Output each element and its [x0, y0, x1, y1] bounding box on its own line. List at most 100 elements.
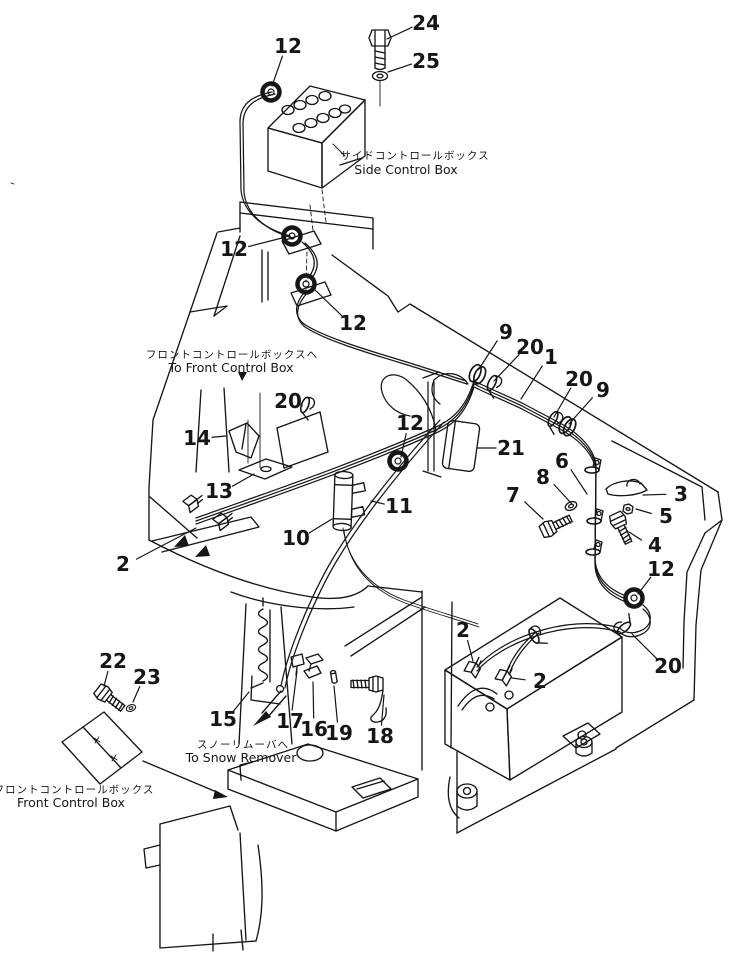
callout-leader-20: [493, 353, 520, 382]
callout-25: 25: [412, 49, 440, 73]
clamp-11: [351, 482, 367, 494]
down-arrow-icon: [238, 372, 247, 381]
callout-leader-7: [524, 501, 544, 520]
callout-12: 12: [396, 411, 424, 435]
callout-leader-12: [400, 433, 407, 458]
clamp-20: [525, 623, 549, 650]
switch-holes: [281, 90, 352, 134]
callout-leader-9: [568, 397, 593, 425]
callout-1: 1: [544, 345, 558, 369]
callout-9: 9: [499, 320, 513, 344]
callout-leader-12: [248, 236, 287, 248]
nut-5: [622, 502, 634, 516]
callout-leader-17: [291, 670, 298, 711]
connector-16: [303, 653, 324, 679]
washer-25: [371, 70, 389, 107]
to-front-arrow-icon: [195, 545, 210, 557]
callout-leader-20: [631, 633, 658, 660]
grommet-12: [282, 226, 303, 247]
callout-leader-13: [231, 473, 255, 487]
callout-leader-1: [520, 365, 543, 400]
pointer-line: [142, 760, 220, 794]
bolt-24: [368, 29, 392, 71]
side-control-box: [267, 85, 366, 223]
bracket-14: [228, 422, 260, 459]
callout-4: 4: [648, 533, 662, 557]
callout-12: 12: [647, 557, 675, 581]
callout-2: 2: [116, 552, 130, 576]
label-front-control-box-en: Front Control Box: [17, 795, 125, 810]
mount-plate: [276, 411, 329, 469]
callout-23: 23: [133, 665, 161, 689]
callout-leader-14: [211, 435, 227, 438]
label-front-control-box-ja: フロントコントロールボックス: [0, 784, 154, 796]
callout-12: 12: [220, 237, 248, 261]
wire-harness: [195, 91, 651, 694]
callout-20: 20: [654, 654, 682, 678]
direction-arrows: [174, 372, 287, 726]
callout-18: 18: [366, 724, 394, 748]
label-side-control-box-ja: サイドコントロールボックス: [340, 150, 489, 162]
to-front-arrow-icon: [174, 535, 189, 547]
callout-leader-6: [570, 469, 588, 495]
label-to-front-control-box-ja: フロントコントロールボックスへ: [146, 349, 318, 361]
callout-leader-20: [553, 387, 572, 418]
mount-foot: [447, 776, 478, 819]
callout-8: 8: [536, 465, 550, 489]
callout-leader-10: [308, 518, 333, 534]
callout-5: 5: [659, 504, 673, 528]
bolt-18: [350, 675, 384, 693]
callout-20: 20: [565, 367, 593, 391]
small-parts: [91, 392, 648, 723]
callout-14: 14: [183, 426, 211, 450]
label-to-snow-remover-ja: スノーリムーバへ: [197, 739, 289, 751]
callout-13: 13: [205, 479, 233, 503]
callout-leader-16: [312, 681, 315, 719]
strap-3: [605, 478, 648, 497]
collar-9: [555, 413, 580, 439]
front-control-box: [61, 711, 228, 799]
callout-leader-15: [232, 691, 250, 712]
callout-12: 12: [274, 34, 302, 58]
callout-20: 20: [516, 335, 544, 359]
plate-13: [238, 458, 293, 480]
cover-box: [444, 597, 623, 781]
callout-leader-9: [478, 340, 498, 370]
callout-leader-12: [311, 286, 343, 317]
callout-leader-2: [135, 527, 197, 560]
callout-19: 19: [325, 721, 353, 745]
hook-bracket-18: [370, 689, 387, 723]
mount-foot: [575, 735, 593, 757]
callout-3: 3: [674, 482, 688, 506]
callout-11: 11: [385, 494, 413, 518]
callout-10: 10: [282, 526, 310, 550]
callout-leader-12: [271, 55, 284, 87]
callout-leader-5: [635, 508, 652, 515]
annotations-layer: サイドコントロールボックス Side Control Box フロントコントロー…: [0, 150, 489, 810]
relay-box-21: [441, 419, 481, 473]
callout-leader-22: [103, 670, 109, 687]
pointer-arrow-icon: [213, 790, 228, 799]
callout-20: 20: [274, 389, 302, 413]
callout-2: 2: [533, 669, 547, 693]
callout-leader-25: [387, 63, 413, 73]
callout-leader-11: [370, 500, 385, 505]
bolt-22: [91, 681, 129, 716]
bolt-7: [537, 510, 575, 540]
label-to-front-control-box-en: To Front Control Box: [167, 360, 293, 375]
callout-leader-8: [553, 483, 573, 505]
label-leader: [332, 143, 346, 157]
callout-leader-2: [467, 639, 474, 662]
callout-9: 9: [596, 378, 610, 402]
machine-deck-frame: [10, 182, 723, 834]
callout-leader-4: [628, 531, 643, 541]
callout-leader-12: [637, 576, 652, 595]
clip-6: [585, 539, 603, 556]
label-to-snow-remover-en: To Snow Remover: [185, 750, 298, 765]
washer-23: [124, 702, 138, 714]
callout-leader-19: [333, 685, 339, 723]
pin-19: [329, 669, 339, 685]
